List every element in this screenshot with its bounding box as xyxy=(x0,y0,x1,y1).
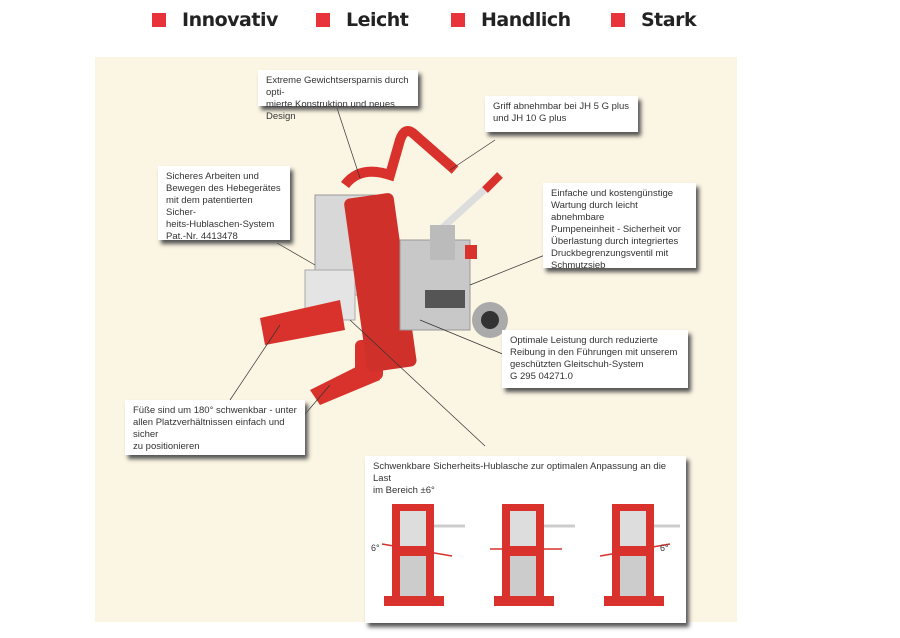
jack-mini-center xyxy=(490,504,575,606)
swivel-diagrams xyxy=(381,504,680,606)
feature-leicht: Leicht xyxy=(316,8,409,32)
angle-label-right: 6° xyxy=(660,543,669,553)
feature-innovativ: Innovativ xyxy=(152,8,278,32)
callout-performance: Optimale Leistung durch reduzierte Reibu… xyxy=(502,330,688,388)
callout-feet: Füße sind um 180° schwenkbar - unter all… xyxy=(125,400,305,455)
bullet-square-icon xyxy=(611,13,625,27)
swivel-text: Schwenkbare Sicherheits-Hublasche zur op… xyxy=(373,461,667,496)
toe-jack-image xyxy=(260,126,508,405)
jack-mini-right xyxy=(599,504,680,606)
jack-mini-left xyxy=(381,504,465,606)
feature-stark: Stark xyxy=(611,8,697,32)
bullet-square-icon xyxy=(451,13,465,27)
feature-handlich: Handlich xyxy=(451,8,571,32)
callout-weight: Extreme Gewichtsersparnis durch opti- mi… xyxy=(258,70,418,122)
leader-lines xyxy=(229,107,546,447)
callout-swivel: Schwenkbare Sicherheits-Hublasche zur op… xyxy=(365,456,686,623)
callout-handle: Griff abnehmbar bei JH 5 G plus und JH 1… xyxy=(485,96,638,132)
callout-pump: Einfache und kostengünstige Wartung durc… xyxy=(543,183,696,271)
bullet-square-icon xyxy=(152,13,166,27)
angle-label-left: 6° xyxy=(371,543,380,553)
bullet-square-icon xyxy=(316,13,330,27)
callout-safety: Sicheres Arbeiten und Bewegen des Hebege… xyxy=(158,166,290,242)
